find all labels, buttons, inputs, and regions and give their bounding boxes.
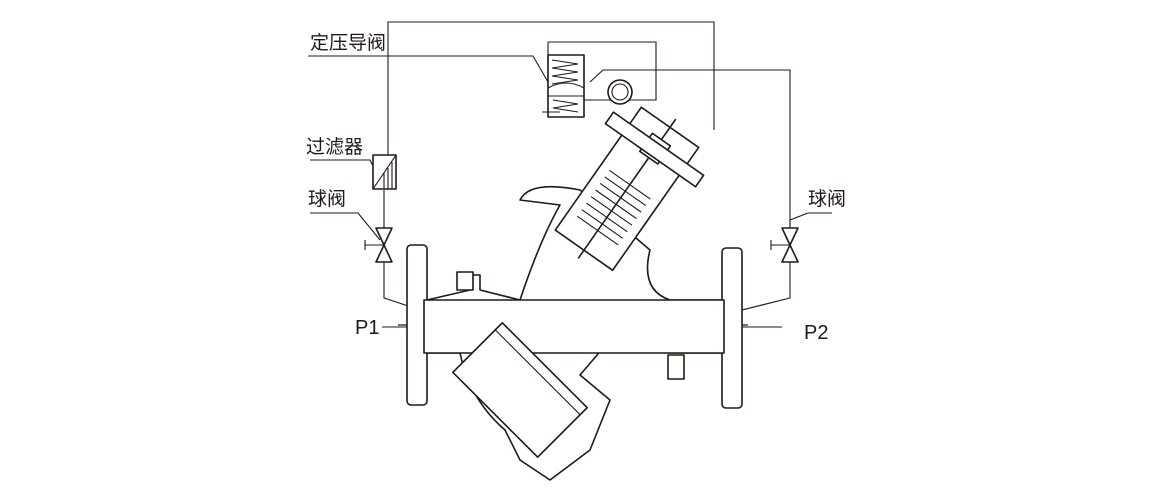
pilot-valve-icon [542,54,585,118]
filter-icon [372,154,397,190]
pilot-valve-label: 定压导阀 [310,32,387,54]
p2-label: P2 [804,322,829,344]
p1-label: P1 [355,317,380,339]
control-piping [308,21,832,326]
ball-valve-right-label: 球阀 [808,188,847,210]
ball-valve-left-icon [364,227,393,263]
main-valve-body [406,79,743,481]
ball-valve-left-label: 球阀 [308,188,347,210]
filter-label: 过滤器 [306,136,364,158]
ball-valve-right-icon [770,227,799,263]
